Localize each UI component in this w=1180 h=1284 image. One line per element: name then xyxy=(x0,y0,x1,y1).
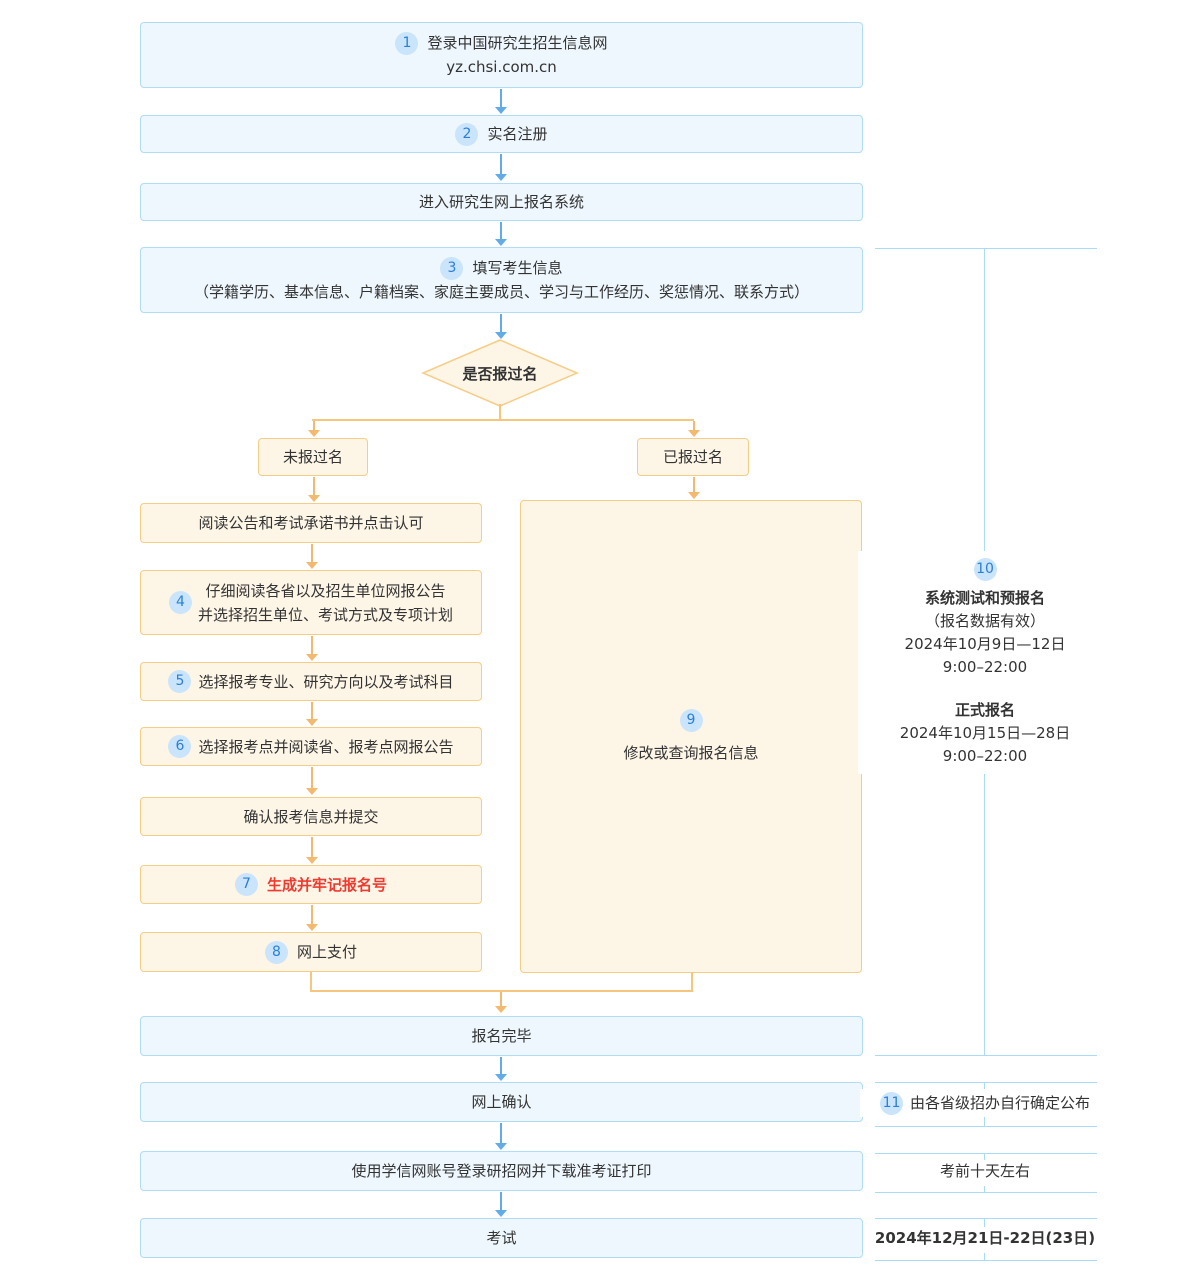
step-number-badge: 10 xyxy=(973,558,997,581)
step-number-badge: 6 xyxy=(168,735,192,758)
panel-line xyxy=(875,1153,1097,1154)
step-2-box: 2 实名注册 xyxy=(140,115,863,153)
arrow-down-icon xyxy=(687,477,700,499)
arrow-down-icon xyxy=(305,702,318,726)
arrow-down-icon xyxy=(687,421,700,437)
step-1-box: 1 登录中国研究生招生信息网 yz.chsi.com.cn xyxy=(140,22,863,88)
arrow-down-icon xyxy=(305,837,318,864)
step-6-label: 选择报考点并阅读省、报考点网报公告 xyxy=(198,737,454,756)
pre-registration-title: 系统测试和预报名 xyxy=(924,589,1045,607)
download-ticket-box: 使用学信网账号登录研招网并下载准考证打印 xyxy=(140,1151,863,1191)
arrow-down-icon xyxy=(305,905,318,931)
step-4-box: 4 仔细阅读各省以及招生单位网报公告 并选择招生单位、考试方式及专项计划 xyxy=(140,570,482,635)
panel-line xyxy=(875,1082,1097,1083)
enter-system-box: 进入研究生网上报名系统 xyxy=(140,183,863,221)
exam-box: 考试 xyxy=(140,1218,863,1258)
step-number-badge: 8 xyxy=(264,940,288,964)
step-2-label: 实名注册 xyxy=(487,125,548,143)
step-1-label: 登录中国研究生招生信息网 xyxy=(427,34,608,52)
arrow-down-icon xyxy=(305,767,318,795)
connector-line xyxy=(691,972,693,992)
step-7-label: 生成并牢记报名号 xyxy=(266,875,387,894)
step-8-box: 8 网上支付 xyxy=(140,932,482,972)
connector-line xyxy=(312,419,694,421)
arrow-down-icon xyxy=(494,992,507,1013)
confirm-online-label: 网上确认 xyxy=(471,1093,532,1111)
panel-line xyxy=(875,248,1097,249)
download-ticket-label: 使用学信网账号登录研招网并下载准考证打印 xyxy=(351,1162,652,1180)
step-number-badge: 5 xyxy=(168,670,192,693)
read-notice-label: 阅读公告和考试承诺书并点击认可 xyxy=(198,514,424,532)
panel-line xyxy=(875,1126,1097,1127)
enter-system-label: 进入研究生网上报名系统 xyxy=(418,193,584,211)
read-notice-box: 阅读公告和考试承诺书并点击认可 xyxy=(140,503,482,543)
branch-no-box: 未报过名 xyxy=(258,438,368,476)
official-registration-date: 2024年10月15日—28日 xyxy=(899,724,1071,742)
step-number-badge: 1 xyxy=(395,31,419,55)
step-6-box: 6 选择报考点并阅读省、报考点网报公告 xyxy=(140,727,482,766)
step-5-label: 选择报考专业、研究方向以及考试科目 xyxy=(198,672,454,691)
connector-line xyxy=(310,990,693,992)
official-registration-time: 9:00–22:00 xyxy=(942,747,1028,765)
connector-line xyxy=(499,404,501,421)
arrow-down-icon xyxy=(494,1057,507,1081)
panel-line xyxy=(875,1218,1097,1219)
step-9-label: 修改或查询报名信息 xyxy=(623,743,759,762)
step-5-box: 5 选择报考专业、研究方向以及考试科目 xyxy=(140,662,482,701)
panel-line xyxy=(875,1055,1097,1056)
arrow-down-icon xyxy=(305,636,318,661)
official-registration-title: 正式报名 xyxy=(954,701,1015,719)
arrow-down-icon xyxy=(494,222,507,246)
step-number-badge: 2 xyxy=(455,122,479,146)
pre-registration-time: 9:00–22:00 xyxy=(942,658,1028,676)
arrow-down-icon xyxy=(494,154,507,181)
arrow-down-icon xyxy=(307,421,320,437)
done-label: 报名完毕 xyxy=(471,1027,532,1045)
step-number-badge: 11 xyxy=(879,1091,903,1115)
arrow-down-icon xyxy=(494,1123,507,1150)
step-number-badge: 4 xyxy=(168,591,192,614)
arrow-down-icon xyxy=(494,314,507,339)
branch-yes-label: 已报过名 xyxy=(662,448,723,466)
arrow-down-icon xyxy=(494,89,507,114)
panel-line xyxy=(875,1260,1097,1261)
exam-label: 考试 xyxy=(486,1229,517,1247)
side-note-exam-label: 2024年12月21日-22日(23日) xyxy=(874,1229,1096,1247)
branch-no-label: 未报过名 xyxy=(282,448,343,466)
step-8-label: 网上支付 xyxy=(296,943,357,961)
decision-diamond: 是否报过名 xyxy=(421,339,579,407)
confirm-online-box: 网上确认 xyxy=(140,1082,863,1122)
step-3-label: 填写考生信息 xyxy=(472,259,563,277)
confirm-submit-label: 确认报考信息并提交 xyxy=(243,807,379,826)
arrow-down-icon xyxy=(307,477,320,502)
step-number-badge: 9 xyxy=(679,708,703,732)
confirm-submit-box: 确认报考信息并提交 xyxy=(140,797,482,836)
arrow-down-icon xyxy=(494,1192,507,1217)
side-note-10: 10 系统测试和预报名 （报名数据有效） 2024年10月9日—12日 9:00… xyxy=(858,551,1112,774)
step-3-box: 3 填写考生信息 （学籍学历、基本信息、户籍档案、家庭主要成员、学习与工作经历、… xyxy=(140,247,863,313)
step-number-badge: 3 xyxy=(440,256,464,280)
pre-registration-date: 2024年10月9日—12日 xyxy=(904,635,1066,653)
side-note-11-label: 由各省级招办自行确定公布 xyxy=(909,1093,1090,1112)
side-note-download-label: 考前十天左右 xyxy=(939,1162,1030,1180)
done-box: 报名完毕 xyxy=(140,1016,863,1056)
step-9-box: 9 修改或查询报名信息 xyxy=(520,500,862,973)
branch-yes-box: 已报过名 xyxy=(637,438,749,476)
side-note-exam: 2024年12月21日-22日(23日) xyxy=(870,1227,1100,1253)
step-4-line2: 并选择招生单位、考试方式及专项计划 xyxy=(197,605,453,624)
pre-registration-note: （报名数据有效） xyxy=(924,612,1045,630)
step-1-url: yz.chsi.com.cn xyxy=(446,58,557,76)
side-note-11: 11 由各省级招办自行确定公布 xyxy=(860,1089,1110,1117)
connector-line xyxy=(310,972,312,992)
decision-label: 是否报过名 xyxy=(462,364,538,383)
side-note-download: 考前十天左右 xyxy=(880,1160,1090,1186)
step-7-box: 7 生成并牢记报名号 xyxy=(140,865,482,904)
step-4-line1: 仔细阅读各省以及招生单位网报公告 xyxy=(205,581,446,600)
step-number-badge: 7 xyxy=(234,873,258,896)
step-3-detail: （学籍学历、基本信息、户籍档案、家庭主要成员、学习与工作经历、奖惩情况、联系方式… xyxy=(193,283,809,301)
arrow-down-icon xyxy=(305,544,318,569)
panel-line xyxy=(875,1192,1097,1193)
